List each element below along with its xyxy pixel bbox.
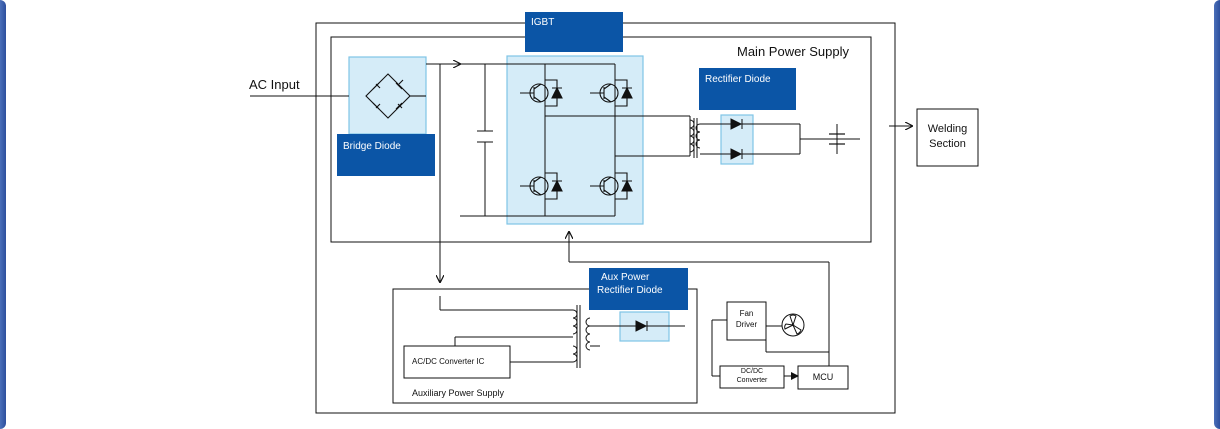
- transformer-icon-main: [689, 116, 701, 158]
- igbt-highlight: [506, 55, 644, 225]
- diode-icon-rect: [730, 118, 743, 160]
- bridge-diode-label: Bridge Diode: [343, 141, 401, 152]
- page-edge-left: [0, 0, 6, 429]
- auxiliary-power-supply-label: Auxiliary Power Supply: [412, 388, 505, 398]
- welding-section-box: [916, 108, 979, 167]
- converter-label: Converter: [736, 377, 768, 384]
- transistor-icon-4: [590, 172, 633, 200]
- fan-driver-label: Fan Driver: [727, 308, 766, 330]
- welding-label: Welding: [927, 123, 968, 135]
- transistor-icon-2: [590, 79, 633, 107]
- main-power-supply-label: Main Power Supply: [737, 44, 849, 59]
- diode-icon-aux: [635, 320, 648, 332]
- fan-driver-box: [726, 301, 767, 341]
- rectifier-diode-label-box: Rectifier Diode: [699, 68, 796, 110]
- bridge-diode-label-box: Bridge Diode: [337, 134, 435, 176]
- aux-rectifier-label-box: Aux Power Rectifier Diode: [589, 268, 688, 310]
- ac-input-label: AC Input: [249, 77, 300, 92]
- igbt-label: IGBT: [531, 17, 555, 28]
- aux-rectifier-label: Rectifier Diode: [597, 285, 663, 296]
- aux-power-label: Aux Power: [601, 272, 650, 283]
- igbt-label-box: IGBT: [525, 12, 623, 52]
- transformer-icon-aux: [572, 305, 591, 368]
- dcdc-label: DC/DC: [740, 368, 764, 375]
- dcdc-converter-box: [719, 365, 785, 389]
- page-edge-right: [1214, 0, 1220, 429]
- fan-icon: [781, 313, 805, 337]
- bridge-rectifier-icon: [365, 73, 426, 119]
- welding-section-label: Welding Section: [917, 122, 978, 152]
- acdc-converter-label: AC/DC Converter IC: [412, 357, 485, 366]
- fan-label: Fan: [739, 309, 754, 318]
- dcdc-converter-label: DC/DC Converter: [720, 367, 784, 385]
- driver-label: Driver: [735, 320, 758, 329]
- section-label: Section: [929, 138, 966, 150]
- auxiliary-power-supply-box: [392, 288, 698, 404]
- rectifier-diode-label: Rectifier Diode: [705, 74, 771, 85]
- capacitor-icon-out: [829, 133, 845, 145]
- transistor-icon-3: [520, 172, 563, 200]
- mcu-label: MCU: [812, 372, 834, 382]
- transistor-icon-1: [520, 79, 563, 107]
